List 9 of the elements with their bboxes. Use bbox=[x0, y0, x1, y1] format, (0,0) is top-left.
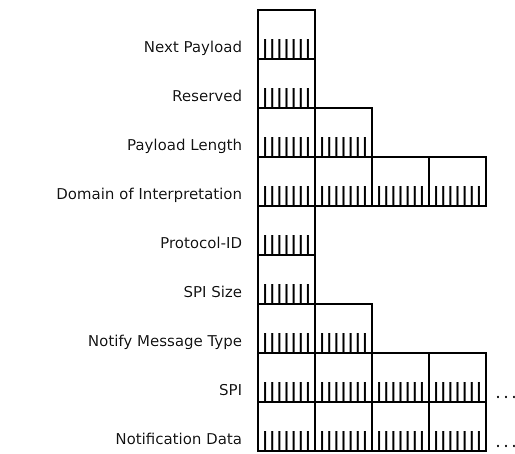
field-name: Payload Length bbox=[126, 136, 242, 154]
field-name: Protocol-ID bbox=[160, 234, 242, 252]
field-name: Domain of Interpretation bbox=[56, 185, 242, 203]
field-name: Notification Data bbox=[115, 430, 242, 448]
field-name: SPI bbox=[219, 381, 242, 399]
field-name: Next Payload bbox=[144, 38, 242, 56]
field-name: Notify Message Type bbox=[88, 332, 242, 350]
field-name: SPI Size bbox=[183, 283, 242, 301]
field-name: Reserved bbox=[172, 87, 242, 105]
